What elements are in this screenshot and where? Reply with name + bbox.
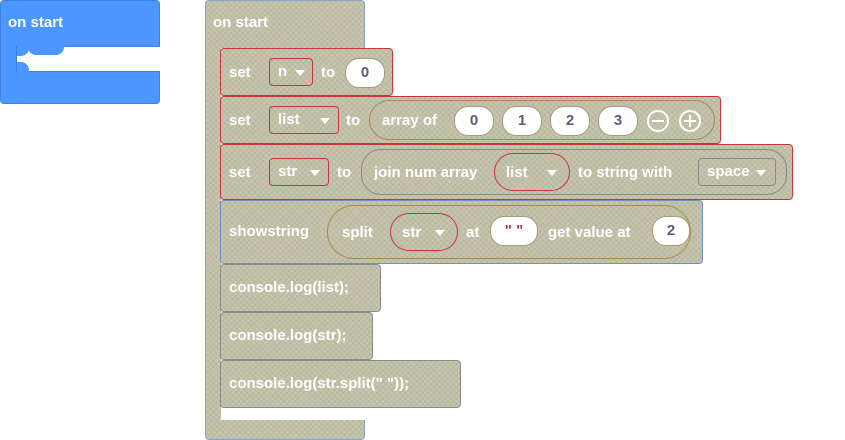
- to-keyword: to: [346, 112, 361, 129]
- hat-slot-corner-lower: [17, 62, 29, 72]
- array-item-3[interactable]: 3: [598, 106, 638, 136]
- chevron-down-icon: [435, 230, 445, 236]
- hat-label: on start: [8, 14, 64, 31]
- plus-circle-icon[interactable]: [679, 110, 701, 132]
- showstring-keyword: showstring: [229, 223, 310, 240]
- set-str-block[interactable]: set str to join num array list to string…: [220, 144, 793, 200]
- split-variable-dropdown[interactable]: str: [390, 213, 458, 251]
- variable-name: list: [506, 164, 528, 181]
- variable-name: str: [402, 224, 422, 241]
- set-n-block[interactable]: set n to 0: [220, 48, 393, 96]
- number-input[interactable]: 0: [345, 58, 385, 88]
- variable-dropdown-list[interactable]: list: [269, 106, 339, 134]
- split-label: split: [342, 224, 373, 241]
- array-item-0[interactable]: 0: [454, 106, 494, 136]
- chevron-down-icon: [310, 170, 320, 176]
- hat-top: [0, 0, 160, 48]
- event-bottom: [205, 420, 365, 440]
- code-text: console.log(str.split(" "));: [229, 375, 410, 392]
- set-keyword: set: [229, 164, 251, 181]
- hat-slot-corner: [17, 46, 29, 56]
- array-item-1[interactable]: 1: [502, 106, 542, 136]
- index-input[interactable]: 2: [652, 216, 690, 246]
- console-log-list-block[interactable]: console.log(list);: [220, 264, 381, 312]
- chevron-down-icon: [547, 170, 557, 176]
- array-of-label: array of: [382, 112, 438, 129]
- set-keyword: set: [229, 112, 251, 129]
- get-value-label: get value at: [548, 224, 631, 241]
- at-label: at: [466, 224, 480, 241]
- separator-value: space: [707, 163, 750, 180]
- join-variable-dropdown[interactable]: list: [494, 153, 570, 191]
- on-start-event-block[interactable]: [205, 0, 365, 48]
- hat-notch: [28, 45, 64, 55]
- join-label: join num array: [374, 164, 478, 181]
- array-item-2[interactable]: 2: [550, 106, 590, 136]
- event-label: on start: [213, 14, 269, 31]
- event-spine: [205, 46, 221, 422]
- join-num-array-reporter[interactable]: join num array list to string with space: [361, 149, 787, 195]
- string-input[interactable]: " ": [490, 216, 538, 246]
- on-start-hat-block-blue[interactable]: on start: [0, 0, 160, 104]
- console-log-split-block[interactable]: console.log(str.split(" "));: [220, 360, 461, 408]
- to-keyword: to: [321, 64, 336, 81]
- code-text: console.log(str);: [229, 327, 347, 344]
- variable-name: n: [278, 63, 288, 80]
- split-get-value-reporter[interactable]: split str at " " get value at 2: [327, 205, 691, 259]
- variable-dropdown-str[interactable]: str: [269, 158, 329, 186]
- separator-label: to string with: [578, 164, 673, 181]
- set-keyword: set: [229, 64, 251, 81]
- set-list-block[interactable]: set list to array of 0 1 2 3: [220, 96, 721, 144]
- separator-dropdown[interactable]: space: [698, 158, 776, 186]
- variable-dropdown-n[interactable]: n: [269, 58, 313, 86]
- chevron-down-icon: [320, 118, 330, 124]
- hat-spine: [0, 46, 17, 72]
- hat-bottom: [0, 72, 160, 104]
- variable-name: list: [278, 111, 300, 128]
- showstring-block[interactable]: showstring split str at " " get value at…: [220, 200, 703, 264]
- chevron-down-icon: [756, 170, 766, 176]
- array-of-reporter[interactable]: array of 0 1 2 3: [369, 100, 715, 140]
- console-log-str-block[interactable]: console.log(str);: [220, 312, 373, 360]
- code-text: console.log(list);: [229, 279, 349, 296]
- chevron-down-icon: [295, 70, 305, 76]
- variable-name: str: [278, 163, 298, 180]
- minus-circle-icon[interactable]: [647, 110, 669, 132]
- to-keyword: to: [337, 164, 352, 181]
